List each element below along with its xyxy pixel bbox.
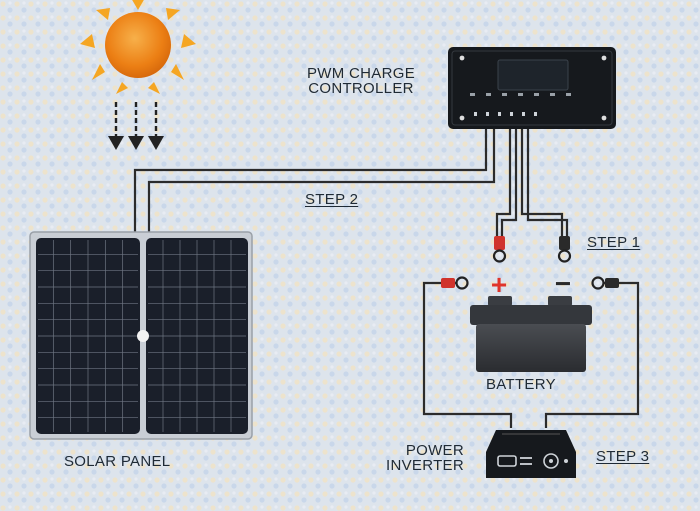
ring-terminal-icon: [441, 276, 619, 290]
wire-battery-to-inverter: [422, 281, 640, 428]
step-2-label: STEP 2: [305, 191, 359, 208]
inverter-label: POWER INVERTER: [352, 443, 464, 473]
plus-sign: +: [491, 269, 507, 300]
inverter-label-line1: POWER: [405, 442, 464, 459]
battery-icon: [470, 296, 592, 372]
controller-label: PWM CHARGE CONTROLLER: [286, 66, 436, 96]
sun-icon: [80, 0, 196, 94]
solar-panel-icon: [29, 231, 253, 440]
wire-panel-to-controller: [133, 128, 496, 232]
step-1-label: STEP 1: [587, 234, 641, 251]
inverter-label-line2: INVERTER: [386, 457, 464, 474]
ring-terminal-icon: [492, 236, 572, 263]
charge-controller-icon: [448, 47, 616, 129]
controller-label-line2: CONTROLLER: [308, 80, 414, 97]
power-inverter-icon: [486, 430, 576, 478]
battery-label: BATTERY: [486, 376, 556, 393]
wire-controller-to-battery: [495, 128, 569, 238]
solar-panel-label: SOLAR PANEL: [64, 453, 171, 470]
sunlight-arrows-icon: [108, 102, 164, 150]
controller-label-line1: PWM CHARGE: [307, 65, 415, 82]
minus-sign: −: [555, 268, 571, 299]
step-3-label: STEP 3: [596, 448, 650, 465]
